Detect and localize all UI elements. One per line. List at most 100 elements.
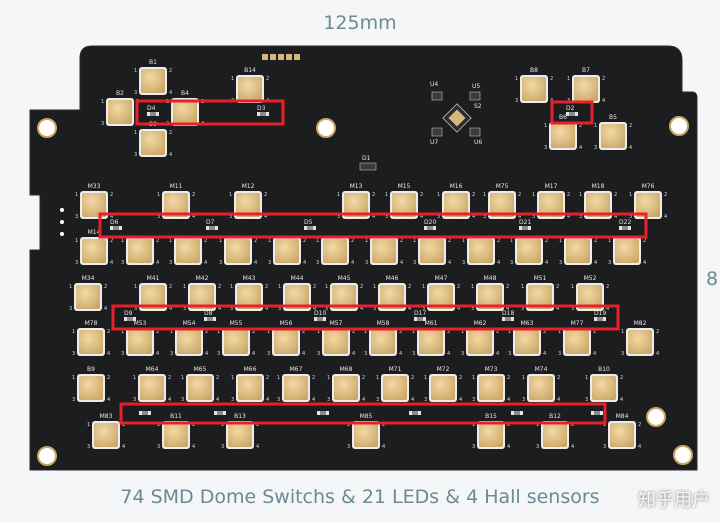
svg-text:4: 4: [312, 397, 315, 403]
svg-text:2: 2: [543, 329, 546, 335]
switch-label: M55: [230, 320, 243, 327]
svg-text:4: 4: [192, 444, 195, 450]
switch-label: M58: [377, 320, 390, 327]
svg-text:3: 3: [121, 351, 124, 357]
svg-text:2: 2: [266, 375, 269, 381]
svg-text:1: 1: [157, 192, 160, 198]
svg-text:3: 3: [157, 214, 160, 220]
svg-text:4: 4: [556, 306, 559, 312]
led-label: D19: [594, 310, 606, 317]
svg-text:1: 1: [532, 192, 535, 198]
svg-text:3: 3: [69, 306, 72, 312]
led: [511, 411, 523, 415]
svg-text:4: 4: [303, 260, 306, 266]
svg-text:1: 1: [183, 284, 186, 290]
svg-text:3: 3: [267, 351, 270, 357]
svg-text:3: 3: [559, 260, 562, 266]
svg-text:4: 4: [302, 351, 305, 357]
svg-text:2: 2: [156, 329, 159, 335]
svg-text:4: 4: [643, 260, 646, 266]
svg-text:1: 1: [72, 375, 75, 381]
svg-text:3: 3: [376, 397, 379, 403]
svg-text:3: 3: [217, 351, 220, 357]
switch-label: M13: [350, 183, 363, 190]
svg-text:4: 4: [457, 306, 460, 312]
svg-text:4: 4: [169, 306, 172, 312]
svg-text:2: 2: [556, 284, 559, 290]
svg-text:1: 1: [385, 192, 388, 198]
svg-text:2: 2: [620, 375, 623, 381]
led: D21: [519, 219, 531, 230]
svg-text:4: 4: [156, 260, 159, 266]
svg-text:1: 1: [121, 238, 124, 244]
switch-label: M52: [584, 275, 597, 282]
svg-text:4: 4: [216, 397, 219, 403]
svg-text:1: 1: [101, 99, 104, 105]
svg-text:3: 3: [170, 351, 173, 357]
switch-label: M48: [484, 275, 497, 282]
svg-text:4: 4: [420, 214, 423, 220]
svg-text:3: 3: [558, 351, 561, 357]
svg-text:3: 3: [608, 260, 611, 266]
side-holes: [60, 208, 64, 236]
svg-text:4: 4: [472, 214, 475, 220]
svg-text:2: 2: [351, 238, 354, 244]
switch-label: B10: [598, 366, 610, 373]
led: D5: [304, 219, 316, 230]
switch-label: M56: [280, 320, 293, 327]
svg-text:1: 1: [544, 123, 547, 129]
switch-label: M82: [634, 320, 647, 327]
led-label: D7: [206, 219, 215, 226]
switch-label: B6: [559, 114, 567, 121]
svg-text:1: 1: [75, 192, 78, 198]
svg-text:1: 1: [521, 284, 524, 290]
led: D4: [147, 105, 159, 116]
svg-text:1: 1: [413, 238, 416, 244]
switch-label: M51: [534, 275, 547, 282]
svg-text:3: 3: [532, 214, 535, 220]
svg-text:4: 4: [372, 214, 375, 220]
svg-text:1: 1: [231, 375, 234, 381]
svg-text:3: 3: [472, 397, 475, 403]
led-label: D21: [519, 219, 531, 226]
highlight-box-top-right: [550, 100, 594, 125]
svg-text:3: 3: [364, 351, 367, 357]
svg-text:2: 2: [457, 284, 460, 290]
switch-label: M73: [485, 366, 498, 373]
svg-text:3: 3: [221, 444, 224, 450]
svg-text:4: 4: [602, 98, 605, 104]
svg-text:3: 3: [471, 306, 474, 312]
svg-text:1: 1: [121, 329, 124, 335]
svg-text:2: 2: [110, 238, 113, 244]
svg-text:3: 3: [72, 351, 75, 357]
center-chips: [359, 91, 481, 171]
svg-text:4: 4: [400, 260, 403, 266]
switch-label: M57: [330, 320, 343, 327]
led: [409, 411, 421, 415]
switch-label: B5: [609, 114, 617, 121]
svg-text:2: 2: [192, 422, 195, 428]
svg-text:2: 2: [104, 284, 107, 290]
svg-text:3: 3: [413, 260, 416, 266]
svg-text:3: 3: [347, 444, 350, 450]
led-label: D2: [566, 105, 575, 112]
switch-label: M11: [170, 183, 183, 190]
svg-text:2: 2: [266, 76, 269, 82]
svg-text:3: 3: [101, 121, 104, 127]
svg-text:3: 3: [385, 214, 388, 220]
svg-text:3: 3: [325, 306, 328, 312]
